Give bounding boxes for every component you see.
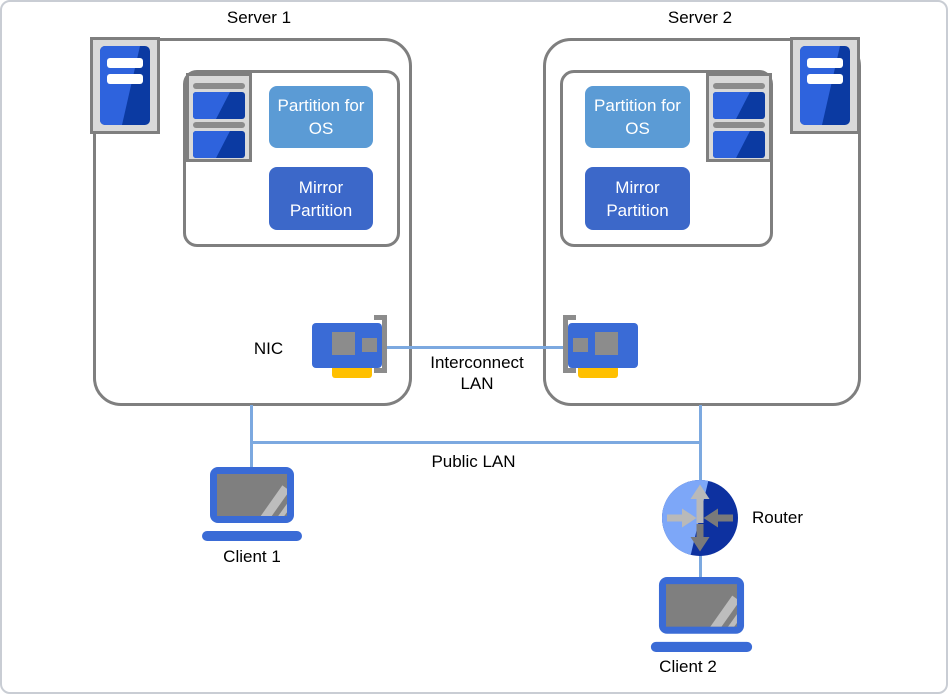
server1-title: Server 1 [226,8,292,27]
server1-partition-os: Partition for OS [269,86,373,148]
server-tower-icon [90,37,160,134]
nic-card-icon [563,315,638,378]
interconnect-lan-line [385,346,565,349]
server1-mirror-partition: Mirror Partition [269,167,373,230]
nic-card-icon [312,315,387,378]
public-lan-label: Public LAN [431,452,516,471]
disk-stack-icon [186,73,252,162]
disk-stack-icon [706,73,772,162]
laptop-icon [650,577,753,652]
client1-label: Client 1 [223,547,281,566]
public-lan-line [250,441,702,444]
router-icon [662,480,738,556]
nic-label: NIC [253,339,284,358]
server2-title: Server 2 [667,8,733,27]
server2-mirror-partition: Mirror Partition [585,167,690,230]
server-tower-icon [790,37,860,134]
server2-partition-os: Partition for OS [585,86,690,148]
laptop-icon [202,467,302,541]
router-client2-line [699,553,702,577]
server1-public-lan-drop-line [250,405,253,467]
client2-label: Client 2 [659,657,717,676]
router-label: Router [752,508,804,527]
interconnect-lan-label: Interconnect LAN [430,353,524,393]
